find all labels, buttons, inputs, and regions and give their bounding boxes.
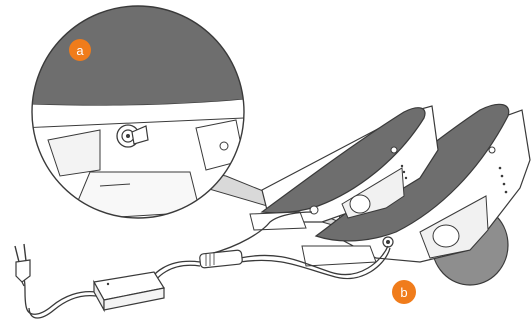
callout-label-b: b — [400, 285, 407, 300]
callout-label-a: a — [76, 43, 84, 58]
front-skate-charge-port — [310, 206, 318, 214]
front-skate-status-dot — [391, 147, 397, 153]
callout-badge-a: a — [69, 39, 91, 61]
rear-skate-status-dot — [489, 147, 495, 153]
front-skate-foot — [250, 212, 306, 230]
callout-badge-b: b — [392, 280, 416, 304]
magnifier-detail — [20, 0, 260, 240]
cable-splitter — [199, 250, 242, 268]
rear-skate-charge-port — [383, 237, 393, 247]
rear-skate-foot — [302, 246, 376, 266]
rear-skate-hub — [433, 225, 459, 247]
power-plug-icon — [15, 244, 30, 286]
front-skate-hub — [350, 195, 370, 213]
charger-brick-icon — [94, 272, 164, 310]
magnified-deck-pad — [20, 0, 260, 106]
